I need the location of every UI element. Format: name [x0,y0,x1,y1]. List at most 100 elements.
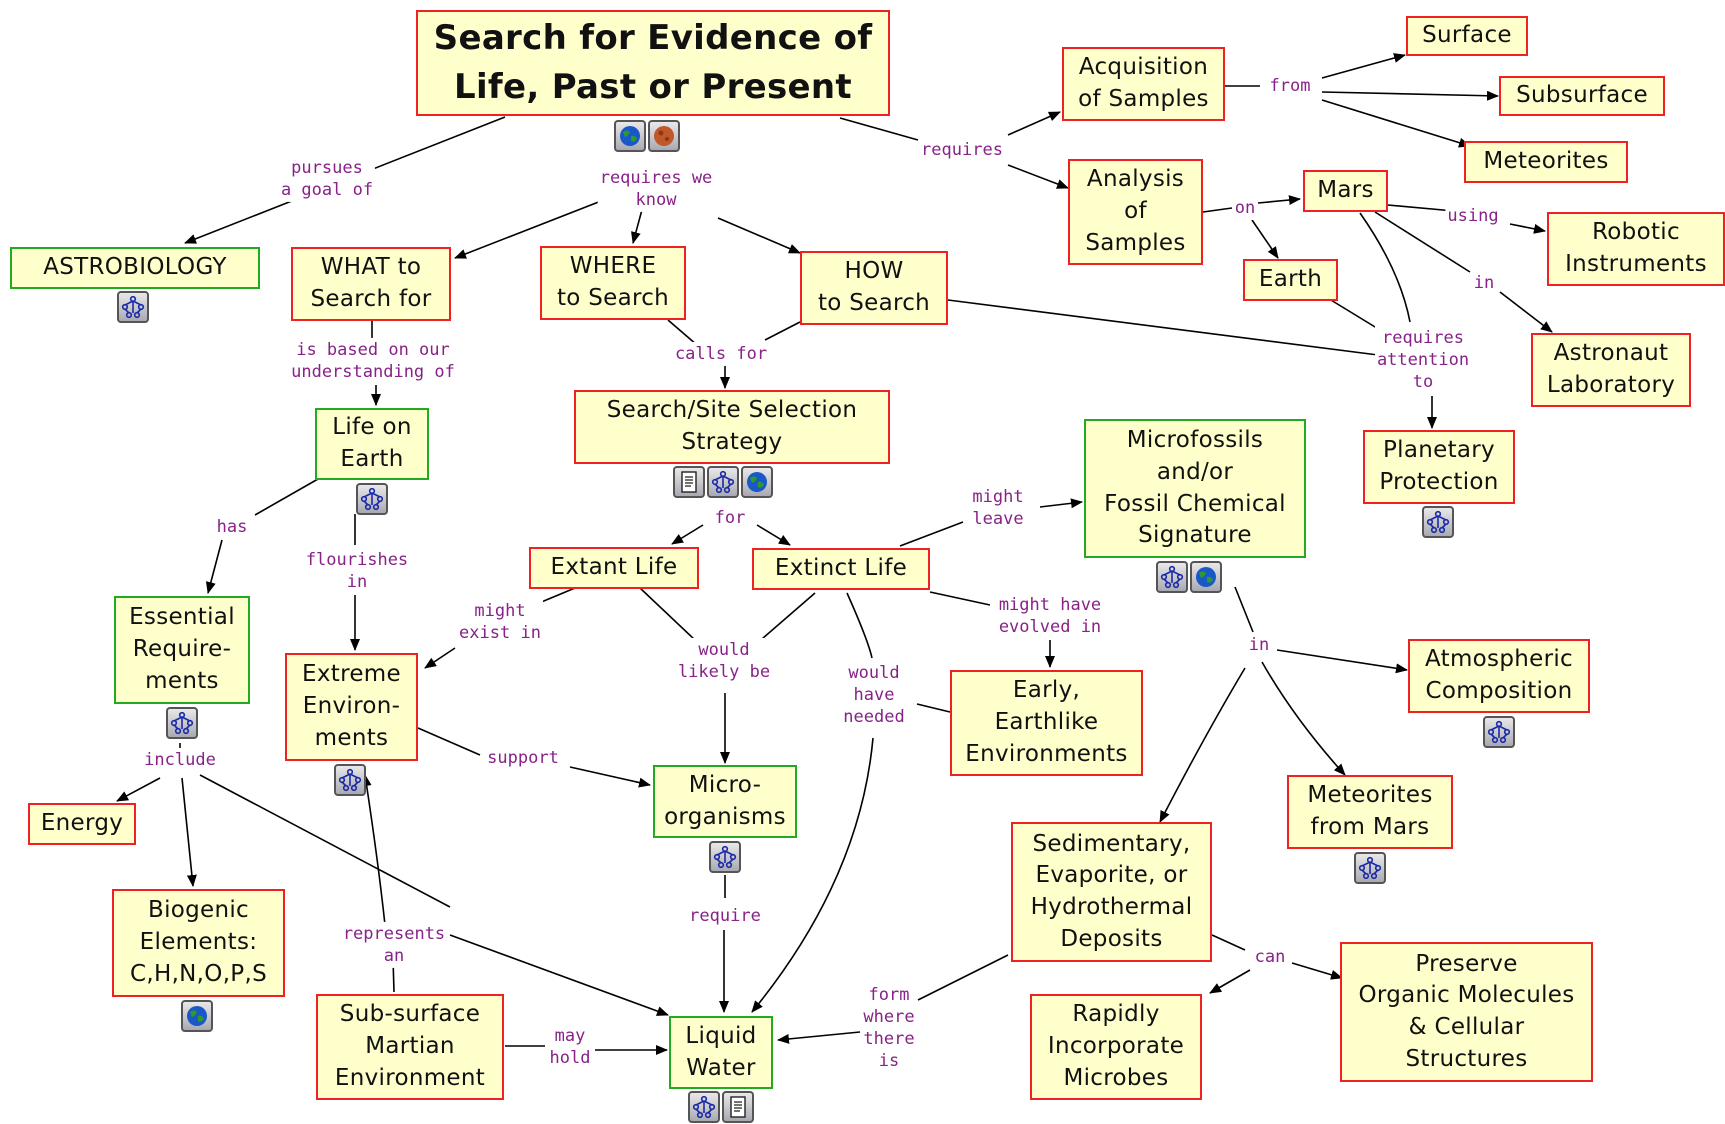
link-might-exist: might exist in [457,598,543,646]
line-include-water-b [449,934,669,1016]
line-extant-likely [639,587,696,641]
line-life-has [254,478,319,516]
line-sedimentary-can [1211,934,1246,951]
concept-surface[interactable]: Surface [1406,16,1528,56]
microorganisms-resource-icons [709,841,741,873]
link-calls-for: calls for [672,341,770,367]
concept-map-icon[interactable] [1483,716,1515,748]
globe-icon[interactable] [741,466,773,498]
line-extinct-might-leave [899,521,964,547]
link-in-fossil: in [1246,632,1272,658]
concept-map-icon[interactable] [356,483,388,515]
concept-map-icon[interactable] [1354,852,1386,884]
concept-rapidly-incorporate[interactable]: Rapidly Incorporate Microbes [1030,994,1202,1100]
concept-acquisition[interactable]: Acquisition of Samples [1062,47,1225,121]
concept-subsurface-martian[interactable]: Sub-surface Martian Environment [316,994,504,1100]
mars-icon[interactable] [648,120,680,152]
concept-extinct-life[interactable]: Extinct Life [752,548,930,590]
line-in-meteorites-mars [1261,661,1346,776]
concept-liquid-water[interactable]: Liquid Water [669,1016,773,1089]
planetary-resource-icons [1422,506,1454,538]
link-in-mars: in [1471,270,1497,296]
concept-microfossils[interactable]: Microfossils and/or Fossil Chemical Sign… [1084,419,1306,558]
line-where-callsfor [667,319,698,346]
link-may-hold: may hold [547,1023,593,1071]
concept-where[interactable]: WHERE to Search [540,246,686,320]
concept-mars[interactable]: Mars [1303,170,1388,212]
concept-map-icon[interactable] [709,841,741,873]
line-include-water-a [199,774,451,908]
line-sedimentary-form [917,954,1009,1001]
concept-meteorites-from-mars[interactable]: Meteorites from Mars [1287,775,1453,849]
link-form-where: form where there is [861,982,917,1074]
concept-strategy[interactable]: Search/Site Selection Strategy [574,390,890,464]
concept-title[interactable]: Search for Evidence of Life, Past or Pre… [416,10,890,116]
concept-early-environments[interactable]: Early, Earthlike Environments [950,670,1143,776]
concept-map-icon[interactable] [1422,506,1454,538]
concept-extreme-environments[interactable]: Extreme Environ- ments [285,653,418,761]
globe-icon[interactable] [181,1000,213,1032]
line-for-extinct [756,524,791,546]
concept-how[interactable]: HOW to Search [800,251,948,325]
line-using-robotic [1509,223,1546,234]
concept-robotic[interactable]: Robotic Instruments [1547,212,1725,286]
document-icon[interactable] [722,1091,754,1123]
link-include: include [142,747,218,773]
concept-earth[interactable]: Earth [1243,259,1338,301]
line-might-leave-microfossils [1039,498,1083,509]
concept-analysis[interactable]: Analysis of Samples [1068,159,1203,265]
concept-subsurface[interactable]: Subsurface [1499,76,1665,116]
concept-map-icon[interactable] [334,764,366,796]
line-has-essential [205,539,223,594]
concept-map-icon[interactable] [117,291,149,323]
concept-planetary[interactable]: Planetary Protection [1363,430,1515,504]
astrobiology-resource-icons [117,291,149,323]
line-how-requires-attention [947,299,1379,356]
link-require: require [687,903,763,929]
concept-essential-requirements[interactable]: Essential Require- ments [114,596,250,704]
concept-microorganisms[interactable]: Micro- organisms [653,765,797,838]
line-for-extant [671,524,704,545]
concept-astrobiology[interactable]: ASTROBIOLOGY [10,247,260,289]
line-in-sedimentary [1159,667,1246,823]
line-analysis-on [1202,207,1233,213]
link-for: for [712,505,748,531]
line-extinct-evolved [929,591,991,606]
line-subsurface-represents [361,774,386,926]
line-microfossils-in [1234,586,1254,633]
concept-extant-life[interactable]: Extant Life [529,547,699,589]
link-might-leave: might leave [970,484,1026,532]
concept-map-icon[interactable] [688,1091,720,1123]
line-requires-analysis [1007,164,1069,189]
link-support: support [485,745,561,771]
line-extreme-support [417,727,481,756]
concept-map-icon[interactable] [1156,561,1188,593]
line-needed-water [751,737,874,1013]
concept-life-on-earth[interactable]: Life on Earth [315,408,429,480]
concept-map-icon[interactable] [166,707,198,739]
concept-meteorites[interactable]: Meteorites [1464,141,1628,183]
concept-astronaut[interactable]: Astronaut Laboratory [1531,333,1691,407]
concept-preserve-organic[interactable]: Preserve Organic Molecules & Cellular St… [1340,942,1593,1082]
line-extinct-needed [846,592,873,659]
line-from-subsurface [1321,90,1499,101]
concept-atmospheric[interactable]: Atmospheric Composition [1408,639,1590,713]
line-from-surface [1321,53,1406,79]
link-might-have-evolved: might have evolved in [996,592,1104,640]
microfossils-resource-icons [1156,561,1222,593]
line-can-rapidly [1209,969,1251,994]
liquid-water-resource-icons [688,1091,754,1123]
concept-what[interactable]: WHAT to Search for [291,247,451,321]
document-icon[interactable] [673,466,705,498]
concept-biogenic-elements[interactable]: Biogenic Elements: C,H,N,O,P,S [112,889,285,997]
globe-icon[interactable] [614,120,646,152]
concept-sedimentary-deposits[interactable]: Sedimentary, Evaporite, or Hydrothermal … [1011,822,1212,962]
concept-energy[interactable]: Energy [28,803,136,845]
globe-icon[interactable] [1190,561,1222,593]
meteorites-mars-resource-icons [1354,852,1386,884]
line-from-meteorites [1321,99,1471,148]
line-mars-in [1374,211,1471,273]
line-earth-requires-attention [1325,296,1381,331]
concept-map-icon[interactable] [707,466,739,498]
